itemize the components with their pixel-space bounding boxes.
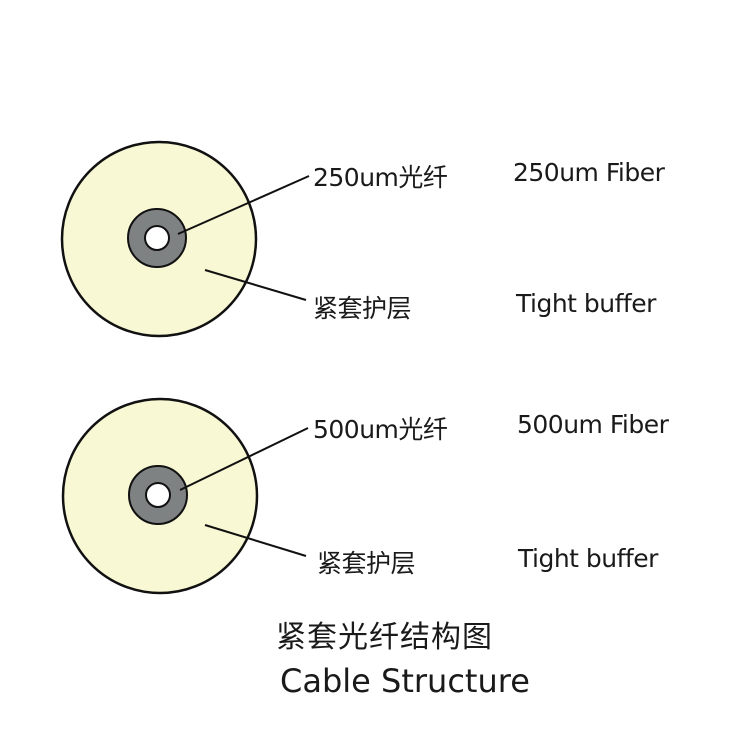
- fiber-label-cn: 500um光纤: [313, 415, 448, 444]
- fiber-label-cn: 250um光纤: [313, 163, 448, 192]
- leader-line-fiber: [177, 175, 310, 235]
- cable-cross-section-250um: [60, 140, 310, 338]
- buffer-label-en: Tight buffer: [516, 289, 656, 318]
- leader-line-fiber: [179, 427, 309, 491]
- buffer-label-cn: 紧套护层: [317, 549, 416, 578]
- fiber-core: [144, 225, 170, 251]
- leader-line-buffer: [204, 524, 307, 557]
- buffer-label-en: Tight buffer: [518, 544, 658, 573]
- fiber-core: [145, 482, 171, 508]
- cable-cross-section-500um: [61, 397, 309, 595]
- caption-english: Cable Structure: [280, 662, 530, 700]
- caption-chinese: 紧套光纤结构图: [276, 620, 493, 655]
- leader-line-buffer: [204, 269, 307, 301]
- fiber-label-en: 250um Fiber: [513, 158, 665, 187]
- buffer-label-cn: 紧套护层: [313, 294, 412, 323]
- fiber-label-en: 500um Fiber: [517, 410, 669, 439]
